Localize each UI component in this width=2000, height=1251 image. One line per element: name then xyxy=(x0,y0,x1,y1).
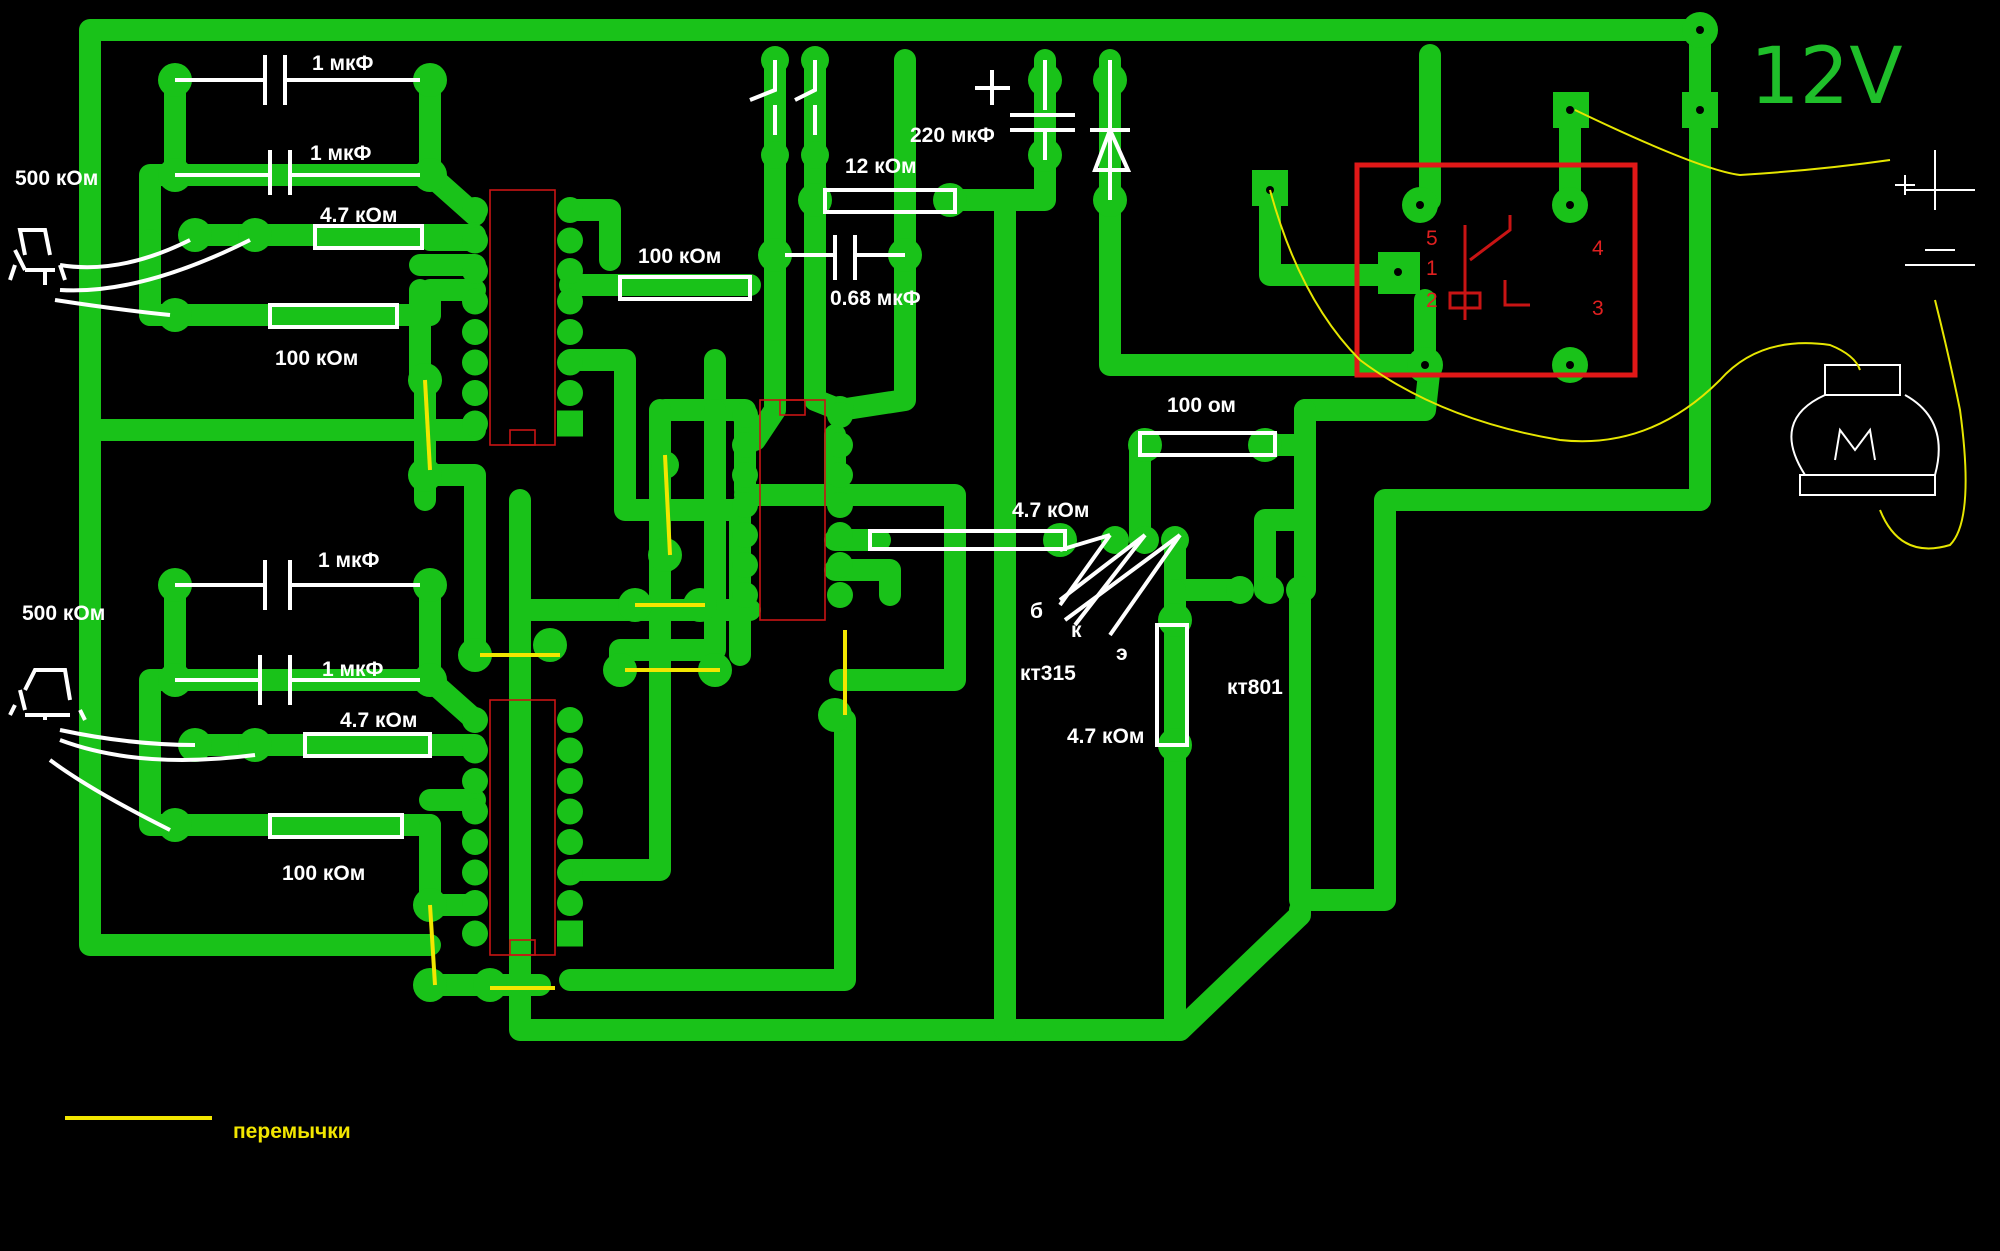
potentiometer-icon xyxy=(8,228,251,317)
ic-pin xyxy=(827,462,853,488)
label-cap-2b: 1 мкФ xyxy=(322,658,384,681)
ic-pin xyxy=(557,768,583,794)
ic-pin xyxy=(827,402,853,428)
motor-icon xyxy=(1790,364,1940,496)
relay-pin-4: 4 xyxy=(1592,237,1604,260)
ic-pin xyxy=(462,859,488,886)
label-pin-b: б xyxy=(1030,600,1043,623)
ic-pin xyxy=(827,432,853,458)
ic-pin xyxy=(732,402,758,428)
ic-pin xyxy=(462,227,488,254)
ic-pin xyxy=(732,552,758,578)
ic-pin xyxy=(462,410,488,437)
ic-pin xyxy=(557,319,583,345)
label-res-47-2: 4.7 кОм xyxy=(340,709,417,732)
diode-icon xyxy=(1090,60,1132,200)
ic-pin xyxy=(732,462,758,488)
relay-pin-5: 5 xyxy=(1426,227,1438,250)
ic-pin xyxy=(557,798,583,825)
ic-pin xyxy=(462,707,488,733)
label-res-100-mid: 100 кОм xyxy=(638,245,721,268)
ic-pin xyxy=(462,829,488,855)
ic-pin xyxy=(557,258,583,284)
label-pin-e: э xyxy=(1116,642,1128,665)
relay-pin-3: 3 xyxy=(1592,297,1604,320)
ic-pin xyxy=(827,522,853,548)
label-res-12k: 12 кОм xyxy=(845,155,917,178)
label-transistor-kt801: кт801 xyxy=(1227,676,1283,699)
ic-pin xyxy=(462,288,488,315)
ic-pin xyxy=(732,522,758,548)
label-res-100-2: 100 кОм xyxy=(282,862,365,885)
ic-pin xyxy=(732,432,758,458)
relay-pin-2: 2 xyxy=(1426,289,1438,312)
ic-pin xyxy=(462,798,488,825)
label-res-100-1: 100 кОм xyxy=(275,347,358,370)
ic-pin xyxy=(557,737,583,764)
ic-pin xyxy=(827,582,853,608)
ic-pin xyxy=(557,349,583,376)
component-labels: 1 мкФ 1 мкФ 500 кОм 4.7 кОм 100 кОм 1 мк… xyxy=(15,32,1903,885)
label-voltage: 12V xyxy=(1750,32,1903,122)
motor-wiring xyxy=(1269,109,1967,550)
ic-footprint-1 xyxy=(489,189,556,446)
ic-pin xyxy=(462,349,488,376)
ic-footprint-2 xyxy=(489,699,556,956)
jumpers xyxy=(423,379,847,990)
ic-pin xyxy=(462,319,488,345)
ic-pin xyxy=(462,380,488,406)
label-cap-220: 220 мкФ xyxy=(910,124,995,147)
ic-pin xyxy=(557,197,583,223)
label-cap-2a: 1 мкФ xyxy=(318,549,380,572)
potentiometer-icon xyxy=(8,668,256,832)
label-cap-1b: 1 мкФ xyxy=(310,142,372,165)
ic-pin xyxy=(462,920,488,947)
legend-label: перемычки xyxy=(233,1120,351,1143)
ic-footprint-3 xyxy=(759,399,826,621)
ic-pin xyxy=(462,197,488,223)
label-transistor-kt315: кт315 xyxy=(1020,662,1076,685)
ic-pin xyxy=(557,707,583,733)
relay: 5 1 2 4 3 xyxy=(1354,162,1638,378)
relay-pin-1: 1 xyxy=(1426,257,1438,280)
battery-icon xyxy=(1895,150,1975,266)
ic-pin xyxy=(557,890,583,916)
label-res-100ohm: 100 ом xyxy=(1167,394,1236,417)
label-pot-2: 500 кОм xyxy=(22,602,105,625)
label-res-47-base: 4.7 кОм xyxy=(1012,499,1089,522)
ic-pin xyxy=(557,829,583,855)
ic-pin xyxy=(557,288,583,315)
ic-pin xyxy=(557,227,583,254)
ic-pin xyxy=(462,890,488,916)
ic-pin xyxy=(462,737,488,764)
legend: перемычки xyxy=(65,1116,351,1143)
label-cap-1a: 1 мкФ xyxy=(312,52,374,75)
ic-pin xyxy=(557,920,583,947)
ic-pin xyxy=(462,768,488,794)
ic-pin xyxy=(732,492,758,518)
ic-pin xyxy=(557,380,583,406)
label-cap-068: 0.68 мкФ xyxy=(830,287,921,310)
switch-icon xyxy=(749,60,817,135)
ic-pin xyxy=(827,492,853,518)
label-pot-1: 500 кОм xyxy=(15,167,98,190)
ic-pin xyxy=(827,552,853,578)
ic-pin xyxy=(732,582,758,608)
ic-pin-rows xyxy=(462,197,853,947)
label-res-47-1: 4.7 кОм xyxy=(320,204,397,227)
component-overlays xyxy=(175,55,1277,839)
label-pin-k: к xyxy=(1071,619,1082,642)
ic-pin xyxy=(557,410,583,437)
ic-pin xyxy=(462,258,488,284)
label-res-47-emit: 4.7 кОм xyxy=(1067,725,1144,748)
ic-pin xyxy=(557,859,583,886)
